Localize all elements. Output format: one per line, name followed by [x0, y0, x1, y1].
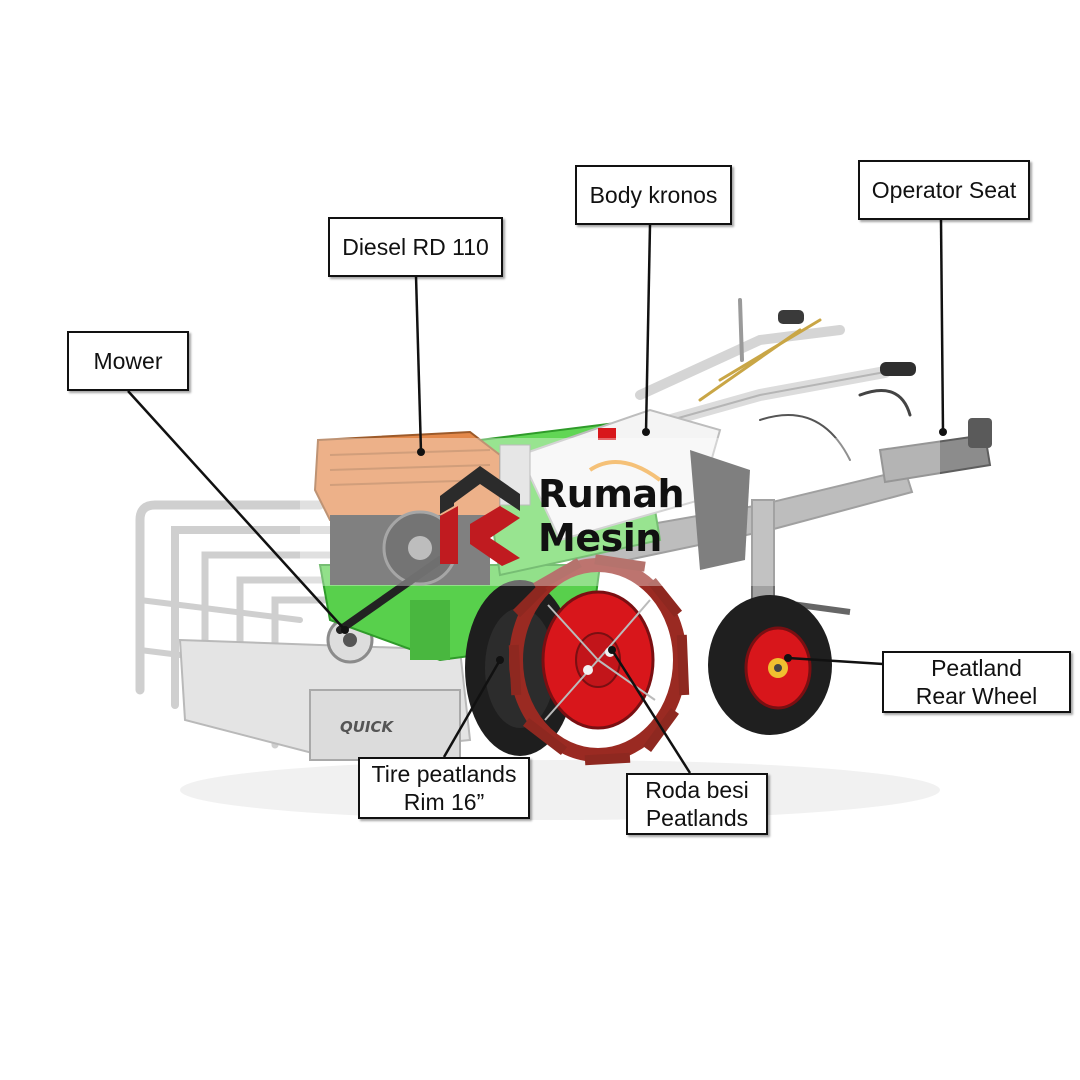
anchor-roda: [608, 646, 616, 654]
leader-seat: [939, 219, 945, 433]
ground-shadow: [180, 760, 940, 820]
leader-diesel: [414, 275, 423, 453]
anchor-seat: [939, 428, 947, 436]
svg-text:QUICK: QUICK: [340, 718, 395, 736]
leader-rear: [787, 656, 884, 666]
anchor-diesel: [417, 448, 425, 456]
white-body: [518, 408, 750, 570]
logo-band: [300, 438, 940, 586]
label-diesel-rd110: Diesel RD 110: [328, 217, 503, 277]
anchor-body: [642, 428, 650, 436]
label-roda-besi: Roda besi Peatlands: [626, 773, 768, 835]
brand-line-1: Rumah: [538, 472, 685, 516]
label-operator-seat: Operator Seat: [858, 160, 1030, 220]
label-mower-line-1: Mower: [93, 348, 163, 374]
drive-belt: [336, 556, 444, 634]
label-body-line-1: Body kronos: [589, 182, 718, 208]
mower-body: QUICK: [178, 616, 472, 761]
label-roda-line-2: Peatlands: [645, 805, 749, 831]
label-diesel-line-1: Diesel RD 110: [342, 234, 489, 260]
leader-dots: [341, 428, 947, 664]
label-peatland-rear-wheel: Peatland Rear Wheel: [882, 651, 1071, 713]
label-mower: Mower: [67, 331, 189, 391]
leader-mower: [127, 390, 346, 631]
rumah-mesin-logo: Rumah Mesin: [440, 466, 700, 566]
label-tire-line-1: Tire peatlands: [371, 761, 517, 787]
leader-tire: [442, 659, 502, 758]
label-rear-line-2: Rear Wheel: [915, 683, 1038, 709]
anchor-rear: [784, 654, 792, 662]
rm-logo-icon: [440, 466, 520, 566]
leader-roda: [610, 649, 692, 774]
label-body-kronos: Body kronos: [575, 165, 732, 225]
brand-line-2: Mesin: [538, 516, 662, 560]
label-rear-line-1: Peatland: [931, 655, 1022, 681]
label-seat-line-1: Operator Seat: [871, 177, 1017, 203]
iron-cage-wheel: [508, 554, 690, 766]
label-roda-line-1: Roda besi: [645, 777, 749, 803]
label-tire-peatlands: Tire peatlands Rim 16”: [358, 757, 530, 819]
rear-wheel: [708, 595, 832, 735]
leader-lines: [127, 219, 945, 774]
leader-body: [644, 224, 652, 433]
anchor-tire: [496, 656, 504, 664]
anchor-mower: [341, 626, 349, 634]
label-tire-line-2: Rim 16”: [403, 789, 485, 815]
